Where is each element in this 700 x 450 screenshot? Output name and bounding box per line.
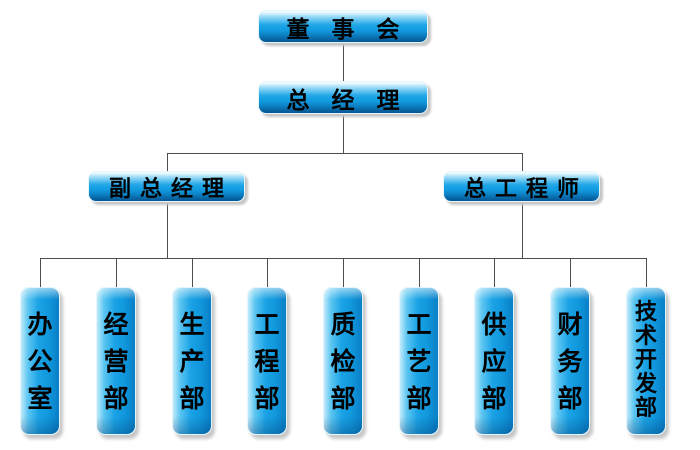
connector-stub-process [419,259,420,288]
node-dept-supply: 供应部 [474,287,514,435]
node-dept-quality-inspection: 质检部 [323,287,363,435]
node-deputy-general-manager: 副总经理 [88,171,245,202]
connector-level3-bus [167,153,523,154]
node-dept-process-label: 工艺部 [406,309,432,413]
connector-board-to-gm [343,43,344,82]
node-board-of-directors-label: 董事会 [286,16,422,43]
node-board-of-directors: 董事会 [258,10,428,43]
node-dept-office-label: 办公室 [27,309,53,413]
node-dept-operations: 经营部 [96,287,136,435]
connector-stub-quality [343,259,344,288]
node-dept-tech-development-label: 技术开发部 [634,300,657,421]
connector-stub-office [40,259,41,288]
node-dept-finance-label: 财务部 [557,309,583,413]
connector-stub-operations [116,259,117,288]
connector-bus-to-chief-engineer [522,154,523,172]
node-dept-engineering: 工程部 [247,287,287,435]
node-dept-quality-inspection-label: 质检部 [330,309,356,413]
connector-stub-supply [494,259,495,288]
connector-bus-to-deputy [167,154,168,172]
node-dept-finance: 财务部 [550,287,590,435]
connector-gm-down [343,114,344,154]
node-chief-engineer-label: 总工程师 [463,176,588,202]
connector-deputy-down [167,202,168,258]
connector-stub-engineering [267,259,268,288]
node-dept-production-label: 生产部 [179,309,205,413]
node-dept-operations-label: 经营部 [103,309,129,413]
node-dept-engineering-label: 工程部 [254,309,280,413]
node-chief-engineer: 总工程师 [443,171,600,202]
connector-chief-engineer-down [522,202,523,258]
node-dept-production: 生产部 [172,287,212,435]
node-dept-process: 工艺部 [399,287,439,435]
connector-stub-production [192,259,193,288]
node-dept-tech-development: 技术开发部 [626,287,666,435]
node-dept-supply-label: 供应部 [481,309,507,413]
node-dept-office: 办公室 [20,287,60,435]
node-deputy-general-manager-label: 副总经理 [108,176,233,202]
connector-department-bus [40,258,647,259]
connector-stub-tech-development [646,259,647,288]
node-general-manager: 总经理 [258,81,428,114]
node-general-manager-label: 总经理 [286,87,422,114]
connector-stub-finance [570,259,571,288]
